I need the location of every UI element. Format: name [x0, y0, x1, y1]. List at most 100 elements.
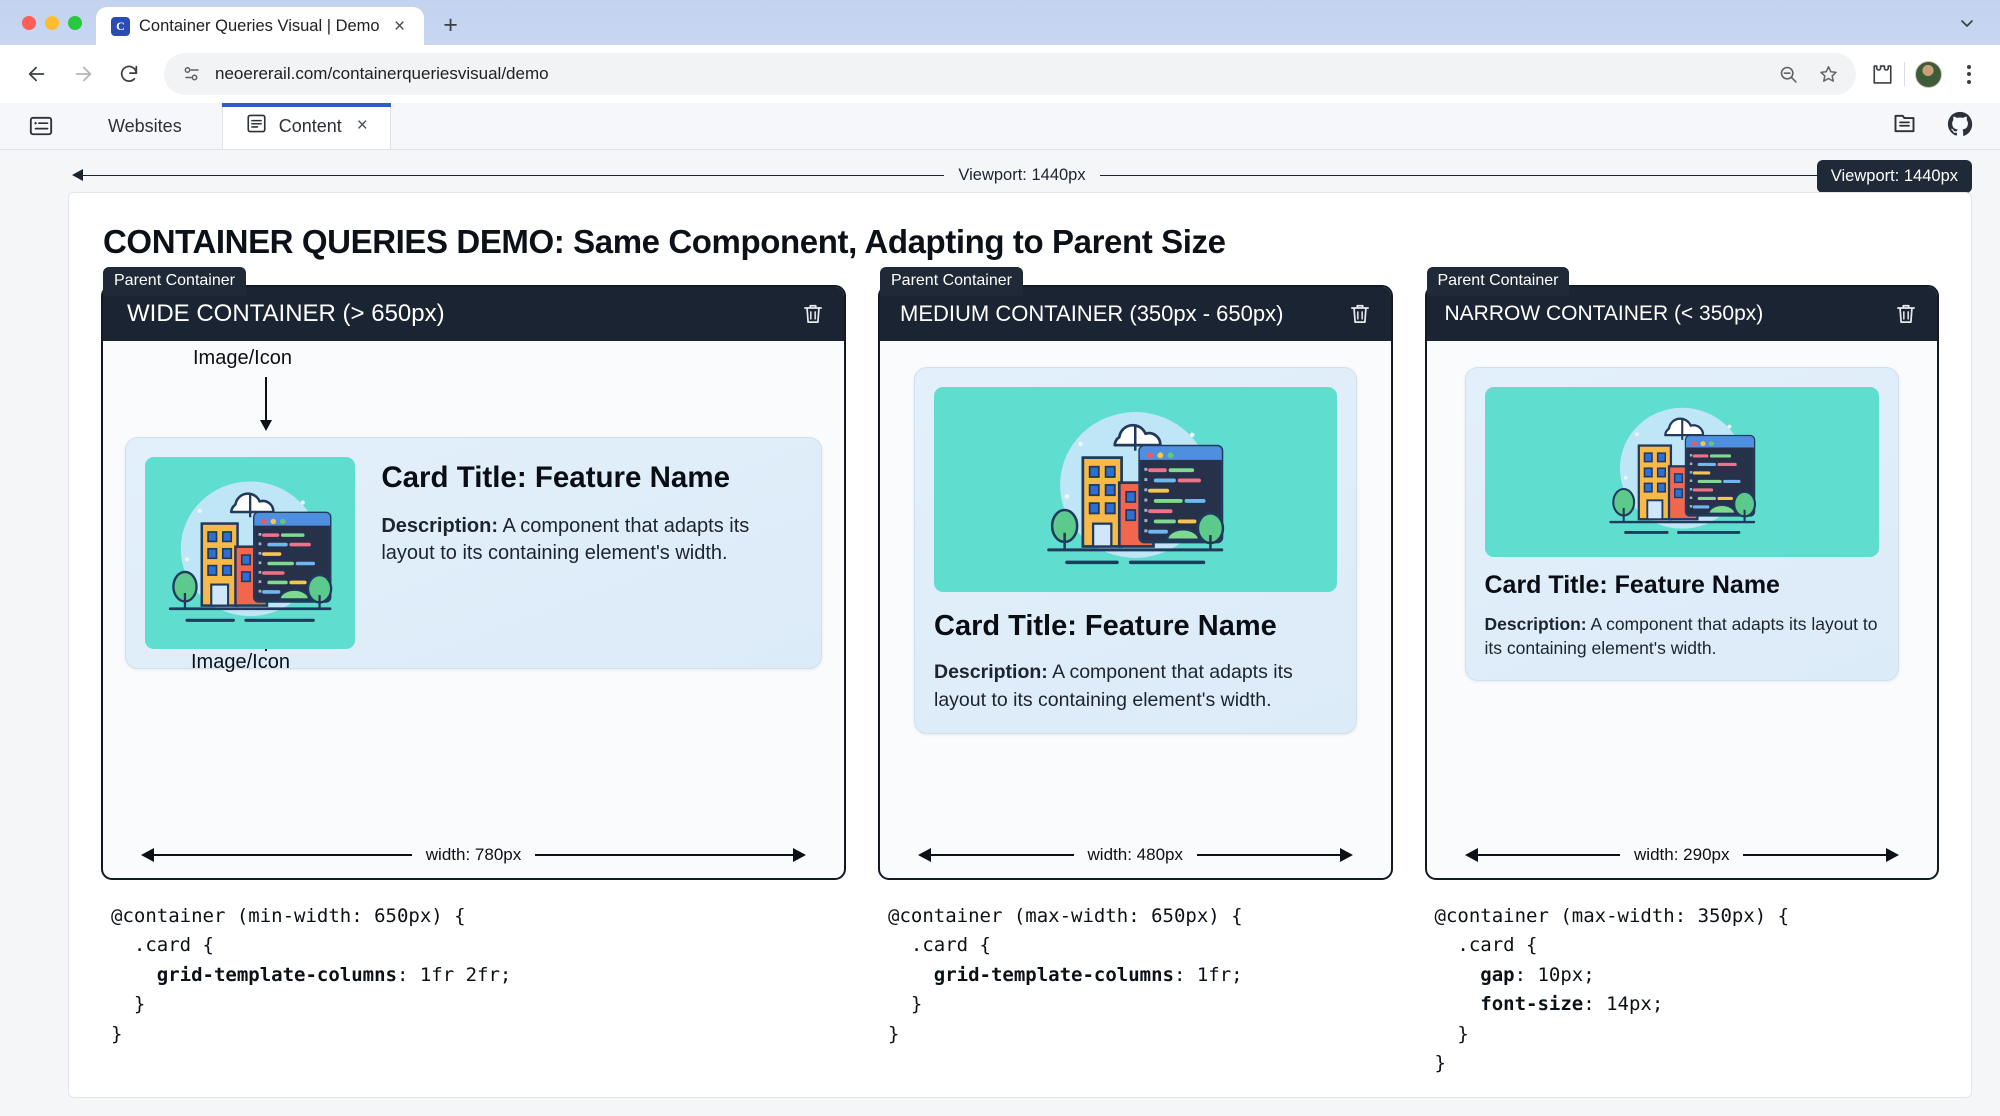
width-label-medium: width: 480px [1087, 845, 1183, 864]
extensions-icon[interactable] [1870, 62, 1894, 86]
parent-container-badge: Parent Container [103, 267, 246, 296]
new-tab-button[interactable]: + [443, 10, 458, 39]
card-wrapper-narrow: Card Title: Feature Name Description: A … [1449, 367, 1916, 681]
viewport-badge: Viewport: 1440px [1816, 160, 1972, 193]
card-title: Card Title: Feature Name [1484, 571, 1780, 599]
tab-websites[interactable]: Websites [68, 103, 222, 149]
trash-icon[interactable] [1893, 301, 1919, 327]
tab-title: Container Queries Visual | Demo [139, 16, 380, 35]
column-wide: Parent Container WIDE CONTAINER (> 650px… [101, 267, 846, 1049]
container-grid: Parent Container WIDE CONTAINER (> 650px… [101, 267, 1939, 1079]
tab-content[interactable]: Content × [221, 103, 392, 149]
ruler-line-right [1743, 854, 1887, 856]
container-heading-narrow: NARROW CONTAINER (< 350px) [1444, 302, 1764, 325]
container-header-wide: WIDE CONTAINER (> 650px) [103, 287, 844, 341]
avatar[interactable] [1915, 60, 1942, 88]
star-icon[interactable] [1816, 62, 1840, 86]
document-outline-icon[interactable] [1891, 110, 1918, 142]
parent-container-narrow: NARROW CONTAINER (< 350px) [1424, 285, 1939, 880]
feature-card-wide[interactable]: Card Title: Feature Name Description: A … [125, 437, 822, 669]
window-controls [14, 0, 96, 45]
annotation-image-icon-top: Image/Icon [193, 347, 292, 369]
card-description-label: Description: [934, 661, 1048, 684]
width-ruler-medium: width: 480px [902, 832, 1369, 878]
tab-close-icon[interactable]: × [394, 15, 406, 37]
code-snippet-wide: @container (min-width: 650px) { .card { … [111, 905, 512, 1045]
viewport-ruler: Viewport: 1440px Viewport: 1440px [72, 160, 1973, 193]
annotation-image-icon-bottom: Image/Icon [191, 651, 290, 673]
app-tab-bar: Websites Content × [0, 103, 2000, 150]
maximize-window-button[interactable] [68, 15, 82, 30]
container-heading-wide: WIDE CONTAINER (> 650px) [127, 300, 445, 327]
close-window-button[interactable] [22, 15, 36, 30]
card-description: Description: A component that adapts its… [1485, 612, 1880, 661]
zoom-out-icon[interactable] [1776, 62, 1800, 86]
container-header-medium: MEDIUM CONTAINER (350px - 650px) [880, 287, 1391, 341]
card-wrapper-wide: Card Title: Feature Name Description: A … [125, 437, 822, 669]
parent-container-badge: Parent Container [1426, 267, 1570, 296]
card-description-text: A component that adapts its layout to it… [1484, 613, 1878, 659]
parent-container-wide: WIDE CONTAINER (> 650px) Image/Icon [101, 285, 846, 880]
code-snippet-narrow: @container (max-width: 350px) { .card { … [1434, 905, 1790, 1075]
container-heading-medium: MEDIUM CONTAINER (350px - 650px) [900, 301, 1284, 326]
address-bar[interactable]: neoererail.com/containerqueriesvisual/de… [164, 53, 1856, 95]
favicon-icon: C [111, 16, 130, 36]
column-medium: Parent Container MEDIUM CONTAINER (350px… [878, 267, 1393, 1049]
container-body-narrow: Card Title: Feature Name Description: A … [1427, 341, 1938, 878]
ruler-arrow-left-icon [918, 848, 931, 862]
browser-toolbar: neoererail.com/containerqueriesvisual/de… [0, 45, 2000, 103]
viewport-line [83, 174, 945, 176]
card-text-wide: Card Title: Feature Name Description: A … [381, 457, 802, 568]
trash-icon[interactable] [1347, 301, 1373, 327]
page-title: CONTAINER QUERIES DEMO: Same Component, … [103, 223, 1226, 260]
column-narrow: Parent Container NARROW CONTAINER (< 350… [1424, 267, 1939, 1079]
container-body-wide: Image/Icon Image/Icon [103, 341, 844, 878]
container-body-medium: Card Title: Feature Name Description: A … [880, 341, 1391, 878]
parent-container-medium: MEDIUM CONTAINER (350px - 650px) [878, 285, 1393, 880]
forward-arrow-icon[interactable] [62, 53, 104, 95]
card-thumbnail-icon [1484, 387, 1879, 557]
list-view-icon[interactable] [14, 103, 68, 149]
ruler-line-right [1196, 854, 1340, 856]
viewport-label: Viewport: 1440px [944, 165, 1100, 185]
omnibox-actions [1776, 62, 1840, 86]
app-tab-right-icons [1891, 103, 2000, 149]
document-icon [245, 112, 268, 140]
ruler-arrow-right-icon [793, 848, 807, 862]
card-description-text: A component that adapts its layout to it… [381, 514, 750, 565]
feature-card-medium[interactable]: Card Title: Feature Name Description: A … [914, 367, 1357, 735]
ruler-line-right [535, 854, 794, 856]
card-description-label: Description: [1484, 613, 1587, 634]
trash-icon[interactable] [800, 301, 826, 327]
github-icon[interactable] [1946, 110, 1974, 143]
browser-tab[interactable]: C Container Queries Visual | Demo × [96, 7, 424, 45]
tab-websites-label: Websites [108, 115, 182, 136]
page-content: Viewport: 1440px Viewport: 1440px CONTAI… [0, 150, 2000, 1116]
width-ruler-narrow: width: 290px [1449, 832, 1916, 878]
chevron-down-icon[interactable] [1950, 6, 1984, 40]
card-description-label: Description: [381, 514, 499, 537]
ruler-line-left [1477, 854, 1621, 856]
card-description-text: A component that adapts its layout to it… [934, 661, 1293, 711]
card-title: Card Title: Feature Name [381, 461, 730, 494]
tab-content-close-icon[interactable]: × [356, 115, 368, 136]
width-label-narrow: width: 290px [1634, 845, 1730, 864]
width-label-wide: width: 780px [425, 845, 522, 864]
minimize-window-button[interactable] [45, 15, 59, 30]
reload-icon[interactable] [108, 53, 150, 95]
toolbar-divider [1904, 62, 1905, 86]
ruler-arrow-left-icon [1464, 848, 1478, 862]
annotation-arrow-down-icon [259, 377, 272, 431]
site-settings-icon[interactable] [182, 64, 202, 84]
kebab-menu-icon[interactable] [1954, 58, 1984, 90]
feature-card-narrow[interactable]: Card Title: Feature Name Description: A … [1464, 367, 1899, 681]
back-arrow-icon[interactable] [16, 53, 58, 95]
url-text: neoererail.com/containerqueriesvisual/de… [215, 64, 549, 83]
card-wrapper-medium: Card Title: Feature Name Description: A … [902, 367, 1369, 735]
card-description: Description: A component that adapts its… [934, 659, 1337, 714]
container-header-narrow: NARROW CONTAINER (< 350px) [1426, 287, 1937, 341]
card-thumbnail-icon [934, 387, 1337, 592]
ruler-line-left [154, 854, 412, 856]
ruler-arrow-left-icon [141, 848, 154, 862]
